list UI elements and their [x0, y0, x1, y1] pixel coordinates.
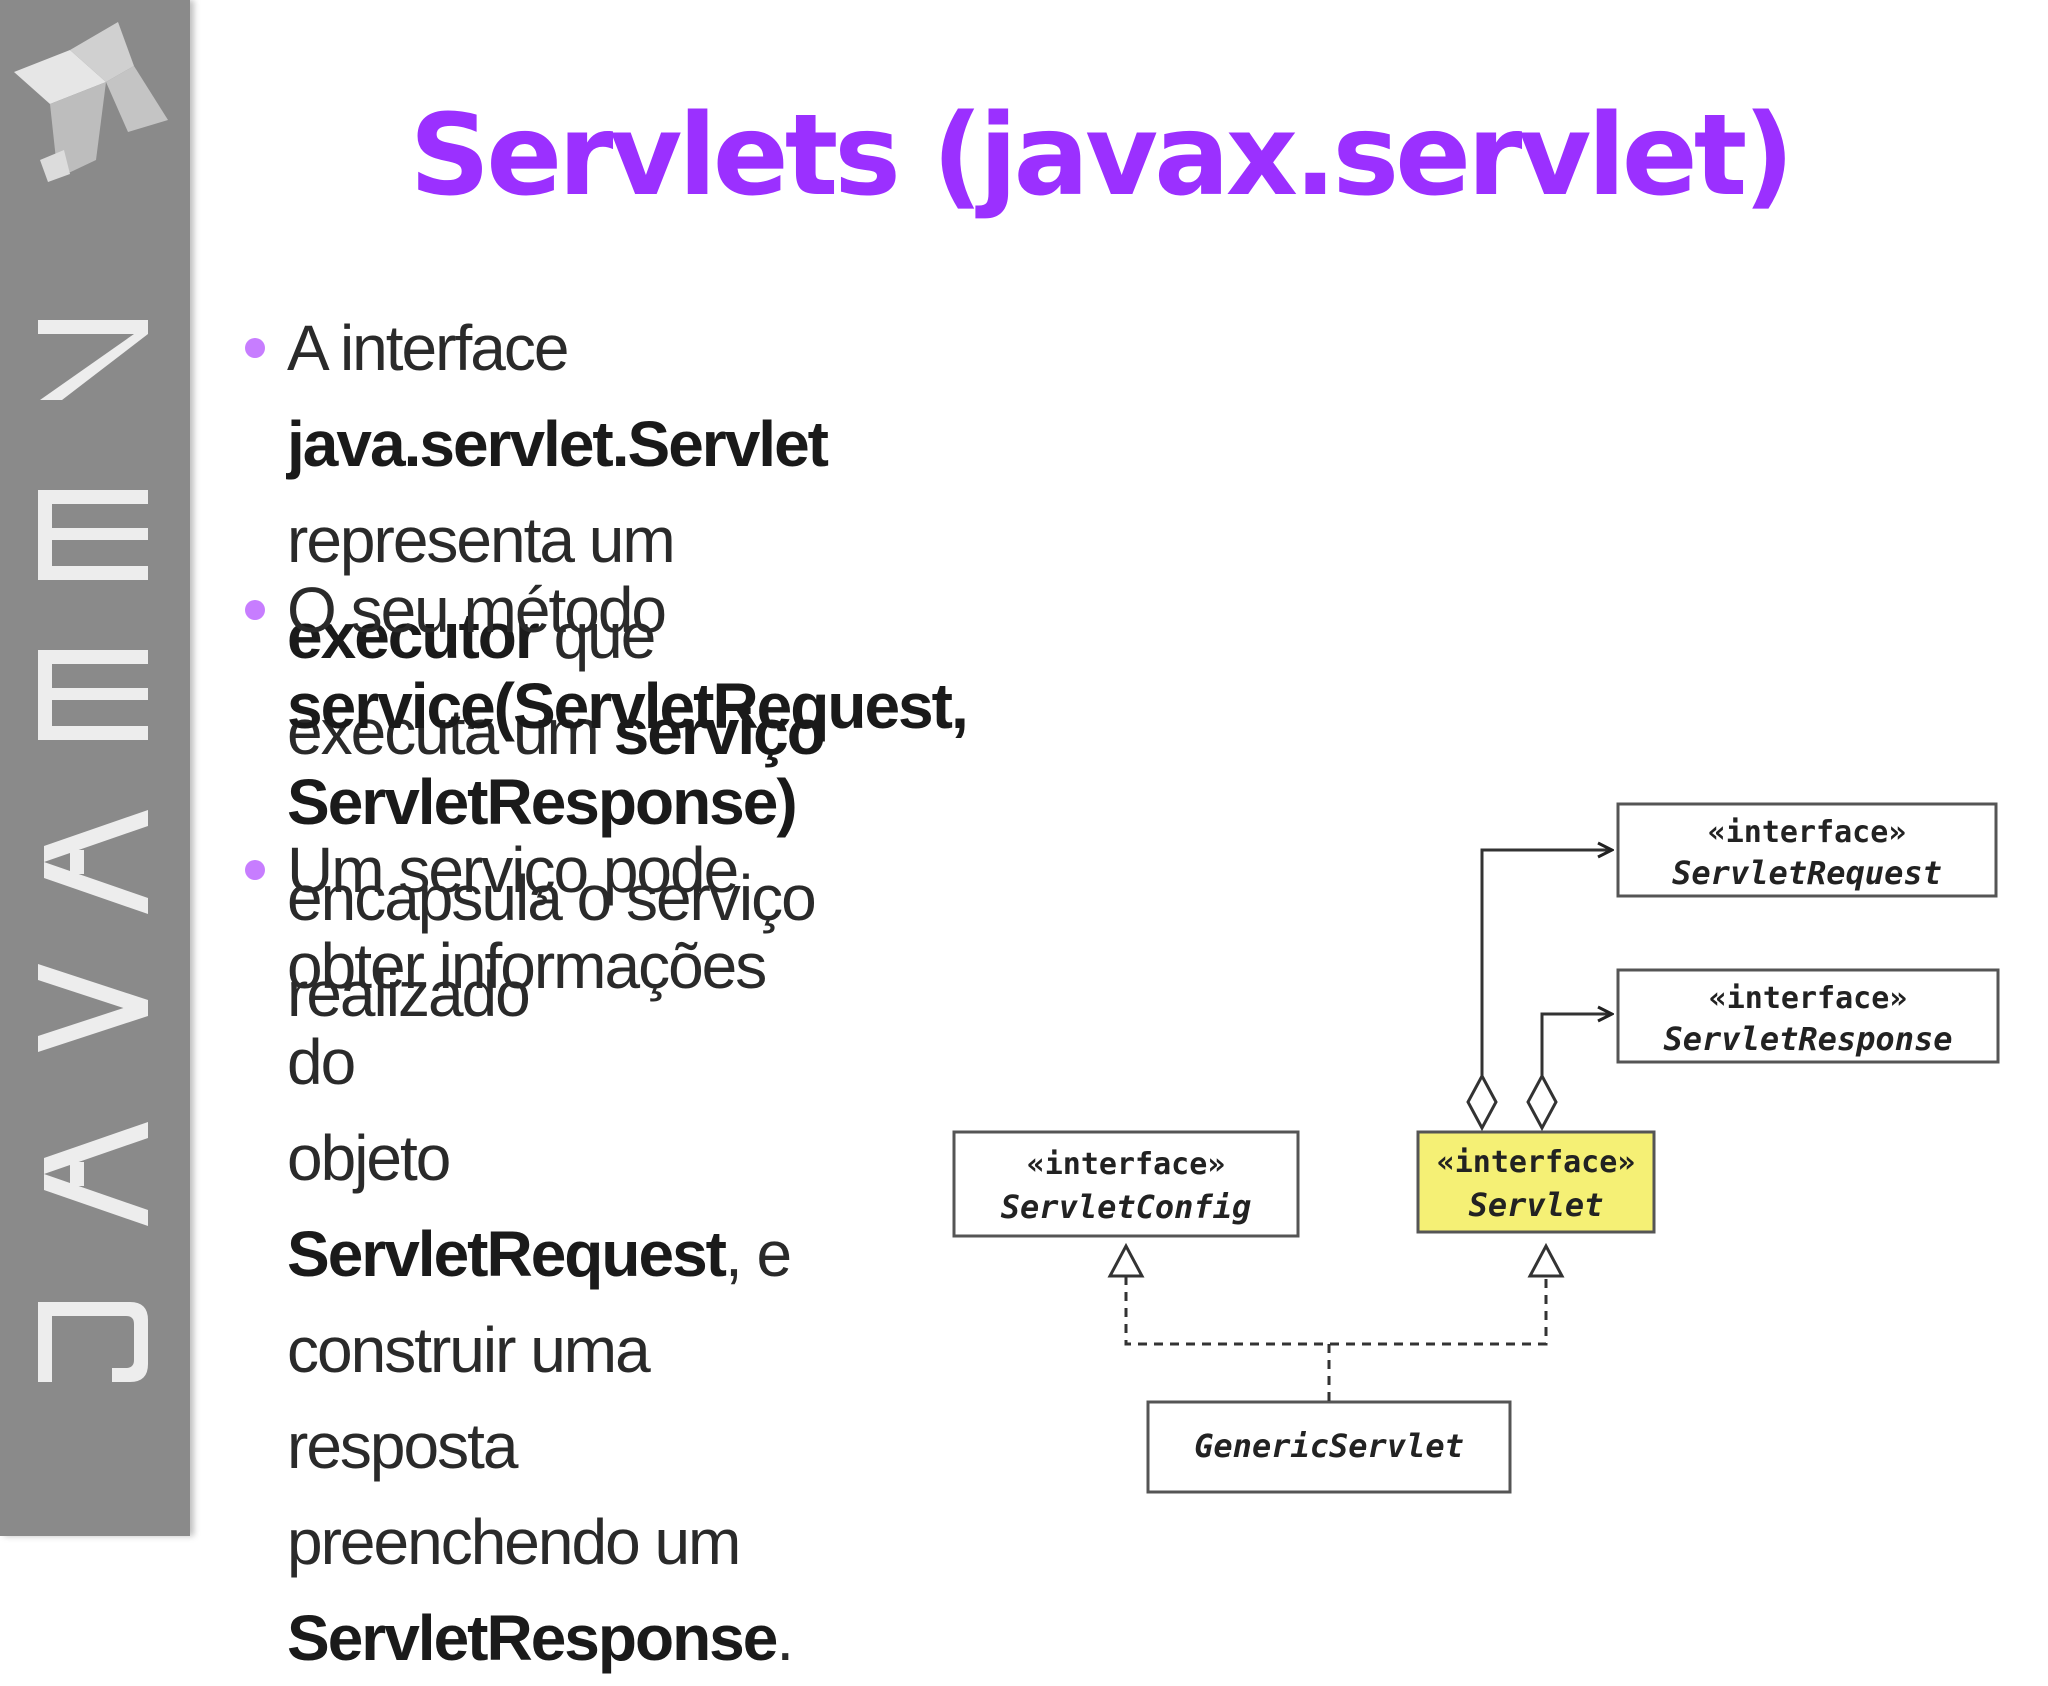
- brand-letter-a-2: [44, 1122, 148, 1226]
- class-servlet: «interface» Servlet: [1416, 1130, 1656, 1234]
- bullet-line: O seu método service(ServletRequest, Ser…: [287, 562, 969, 850]
- brand-letter-v: [38, 964, 148, 1052]
- bullet-text-segment: O seu método: [287, 574, 667, 646]
- stereotype-label: «interface»: [1708, 815, 1907, 850]
- bullet-text-bold: ServletRequest: [287, 1218, 727, 1290]
- class-name-generic-servlet: GenericServlet: [1194, 1427, 1464, 1465]
- brand-letter-7: [38, 320, 148, 400]
- bullet-text-bold: serviço: [613, 696, 826, 768]
- class-name-servlet: Servlet: [1469, 1186, 1604, 1224]
- bullet-line: encapsula o serviço realizado: [287, 850, 967, 1042]
- bullet-line: ServletResponse.: [287, 1590, 794, 1686]
- bullet-text-segment: executa um: [287, 696, 614, 768]
- class-generic-servlet: GenericServlet: [1146, 1400, 1512, 1494]
- bullet-text-bold: service(ServletRequest, ServletResponse): [287, 670, 969, 838]
- stereotype-label: «interface»: [1437, 1145, 1636, 1180]
- realization-triangle-icon: [1527, 1242, 1565, 1278]
- realization-triangle-icon: [1107, 1242, 1145, 1278]
- aggregation-diamond-icon: [1466, 1072, 1498, 1132]
- bullet-line: objeto ServletRequest, e construir uma: [287, 1110, 792, 1398]
- bullet-text-bold: ServletResponse: [287, 1602, 778, 1674]
- bullet-text-segment: encapsula o serviço realizado: [287, 862, 817, 1030]
- bullet-text-segment: resposta preenchendo um: [287, 1410, 741, 1578]
- bullet-dot: [245, 338, 265, 358]
- brand-letters: [38, 320, 148, 1382]
- bullet-text: Um serviço pode obter informações do obj…: [287, 822, 794, 1686]
- class-name-servlet-config: ServletConfig: [1001, 1188, 1251, 1226]
- bullet-text-segment: objeto: [287, 1122, 451, 1194]
- aggregation-diamond-icon: [1526, 1072, 1558, 1132]
- bullet-text-segment: que: [537, 600, 657, 672]
- bullet-text: O seu método service(ServletRequest, Ser…: [287, 562, 969, 1042]
- bullet-text-bold: java.servlet.Servlet: [287, 408, 829, 480]
- uml-class-diagram: «interface» ServletRequest «interface» S…: [952, 802, 2000, 1494]
- bullet-dot: [245, 600, 265, 620]
- bullet-text-segment: , e construir uma: [287, 1218, 792, 1386]
- bullet-text-segment: representa um: [287, 504, 676, 576]
- brand-letter-e-1: [38, 490, 148, 580]
- bullet-text-segment: .: [776, 1602, 794, 1674]
- brand-letter-a-1: [44, 810, 148, 914]
- bullet-dot: [245, 860, 265, 880]
- bullet-line: resposta preenchendo um: [287, 1398, 792, 1590]
- bullet-line: A interface java.servlet.Servlet represe…: [287, 300, 829, 684]
- java-ee-logo-icon: [14, 22, 168, 182]
- class-name-servlet-response: ServletResponse: [1664, 1020, 1953, 1058]
- brand-letter-e-2: [38, 650, 148, 740]
- stereotype-label: «interface»: [1027, 1147, 1226, 1182]
- class-name-servlet-request: ServletRequest: [1672, 854, 1942, 892]
- realization-lines: [1107, 1242, 1565, 1402]
- slide-title: Servlets (javax.servlet): [409, 91, 1795, 221]
- bullet-text-segment: Um serviço pode obter informações do: [287, 834, 767, 1098]
- aggregation-servlet-response: [1526, 1014, 1612, 1132]
- bullet-text: A interface java.servlet.Servlet represe…: [287, 300, 829, 780]
- java-ee-7-vertical-brand: [38, 320, 148, 1382]
- bullet-text-bold: executor: [287, 600, 540, 672]
- class-servlet-response: «interface» ServletResponse: [1616, 968, 2000, 1064]
- stereotype-label: «interface»: [1709, 981, 1908, 1016]
- brand-letter-j: [38, 1302, 148, 1382]
- class-servlet-request: «interface» ServletRequest: [1616, 802, 1998, 898]
- bullet-line: Um serviço pode obter informações do: [287, 822, 792, 1110]
- bullet-line: executa um serviço: [287, 684, 827, 780]
- bullet-text-segment: A interface: [287, 312, 569, 384]
- class-servlet-config: «interface» ServletConfig: [952, 1130, 1300, 1238]
- aggregation-servlet-request: [1466, 850, 1612, 1132]
- sidebar: [0, 0, 190, 1536]
